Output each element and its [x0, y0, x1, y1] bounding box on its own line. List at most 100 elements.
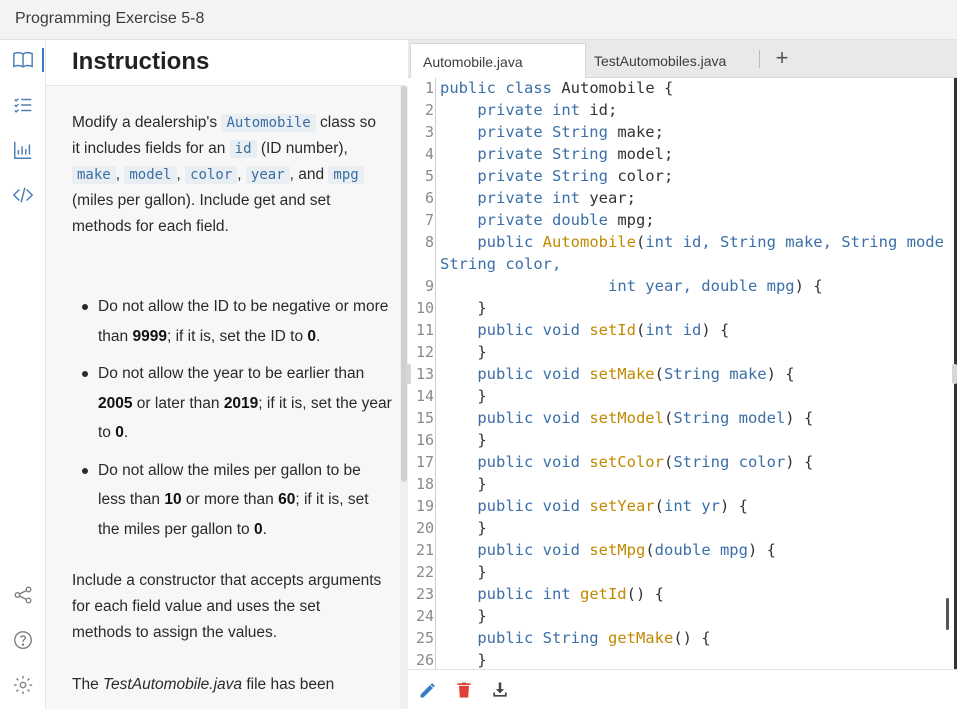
code-token: int year, double mpg	[607, 277, 795, 295]
code-line: public void setMpg(double mpg) {	[440, 541, 776, 559]
code-token: ) {	[794, 277, 823, 295]
line-number: 25	[415, 629, 434, 647]
code-line: }	[440, 343, 487, 361]
instructions-header: Instructions	[46, 40, 406, 86]
bar-chart-icon[interactable]	[12, 139, 34, 161]
code-token	[440, 409, 477, 427]
edit-icon[interactable]	[418, 680, 438, 700]
text: .	[123, 424, 129, 441]
text: Do not allow the ID to be negative or mo…	[98, 298, 389, 345]
code-token: id;	[589, 101, 618, 119]
line-number: 10	[415, 299, 434, 317]
code-token: public void	[477, 497, 590, 515]
text: , and	[289, 166, 329, 183]
code-token: public void	[477, 453, 590, 471]
line-number: 17	[415, 453, 434, 471]
code-token: ) {	[766, 365, 795, 383]
code-line: public void setMake(String make) {	[440, 365, 795, 383]
code-token: (	[635, 233, 646, 251]
text: ; if it is, set the ID to	[166, 327, 308, 345]
file-tabs: Automobile.java TestAutomobiles.java +	[408, 40, 957, 78]
resize-handle-right[interactable]	[952, 364, 957, 384]
scrollbar-thumb[interactable]	[401, 86, 407, 482]
code-line: private int id;	[440, 101, 617, 119]
code-token: mpg;	[617, 211, 655, 229]
code-token: (	[645, 541, 655, 559]
code-token: public void	[477, 321, 590, 339]
share-icon[interactable]	[12, 584, 34, 606]
code-token: ) {	[785, 453, 814, 471]
book-icon[interactable]	[12, 49, 34, 71]
code-token: setMpg	[589, 541, 646, 559]
line-number: 8	[424, 233, 434, 251]
code-token: String make	[663, 365, 767, 383]
tab-divider	[759, 50, 760, 68]
code-line: public void setModel(String model) {	[440, 409, 813, 427]
line-number: 6	[424, 189, 434, 207]
code-token: mpg	[328, 166, 364, 184]
code-line: }	[440, 607, 486, 625]
editor-scroll-thumb[interactable]	[946, 598, 949, 630]
download-icon[interactable]	[490, 680, 510, 700]
line-number-gutter	[408, 78, 436, 669]
line-number: 16	[415, 431, 434, 449]
instructions-heading: Instructions	[72, 48, 210, 75]
code-token: }	[440, 343, 487, 361]
line-number: 23	[415, 585, 434, 603]
code-line: }	[440, 563, 486, 581]
text: class so it includes fields for an	[72, 114, 377, 157]
code-token	[440, 321, 477, 339]
code-token: private double	[477, 211, 618, 229]
code-token	[440, 145, 477, 163]
line-number: 14	[415, 387, 434, 405]
code-token: setColor	[589, 453, 664, 471]
code-token: String model	[673, 409, 786, 427]
code-token	[440, 541, 477, 559]
line-number: 26	[415, 651, 434, 669]
code-line: }	[440, 431, 487, 449]
resize-handle-left[interactable]	[406, 364, 411, 384]
line-number: 20	[415, 519, 434, 537]
line-number: 19	[415, 497, 434, 515]
code-token: public class	[440, 79, 562, 97]
code-token: make;	[617, 123, 664, 141]
active-indicator	[42, 48, 44, 72]
settings-icon[interactable]	[12, 674, 34, 696]
code-token: ) {	[719, 497, 748, 515]
instructions-panel: Modify a dealership's Automobile class s…	[46, 86, 400, 709]
code-token: ) {	[785, 409, 814, 427]
text: Do not allow the year to be earlier than	[98, 365, 365, 382]
code-line: public String getMake() {	[440, 629, 710, 647]
code-token: ) {	[747, 541, 776, 559]
checklist-icon[interactable]	[12, 94, 34, 116]
editor-toolbar	[408, 669, 957, 709]
help-icon[interactable]	[12, 629, 34, 651]
code-line: public class Automobile {	[440, 79, 673, 97]
line-number: 7	[424, 211, 434, 229]
code-line: public Automobile(int id, String make, S…	[440, 233, 944, 251]
code-line: public void setColor(String color) {	[440, 453, 813, 471]
code-token: (	[663, 409, 674, 427]
code-token: year;	[589, 189, 636, 207]
instructions-scrollbar[interactable]	[400, 86, 408, 709]
delete-icon[interactable]	[454, 680, 474, 700]
line-number: 12	[415, 343, 434, 361]
code-line: }	[440, 475, 487, 493]
code-icon[interactable]	[12, 184, 34, 206]
add-tab-button[interactable]: +	[775, 45, 789, 70]
line-number: 22	[415, 563, 434, 581]
bold-value: 10	[164, 491, 182, 508]
code-line: int year, double mpg) {	[440, 277, 823, 295]
code-token: (	[654, 365, 664, 383]
tab-testautomobiles-java[interactable]: TestAutomobiles.java	[594, 53, 727, 69]
code-token: private String	[477, 145, 618, 163]
code-token: }	[440, 475, 487, 493]
code-token	[440, 123, 477, 141]
tab-automobile-java[interactable]: Automobile.java	[410, 43, 586, 78]
code-token: (	[635, 321, 646, 339]
code-token: setYear	[589, 497, 655, 515]
code-token: }	[440, 431, 487, 449]
text: or more than	[181, 491, 279, 508]
list-item: Do not allow the ID to be negative or mo…	[72, 292, 392, 351]
